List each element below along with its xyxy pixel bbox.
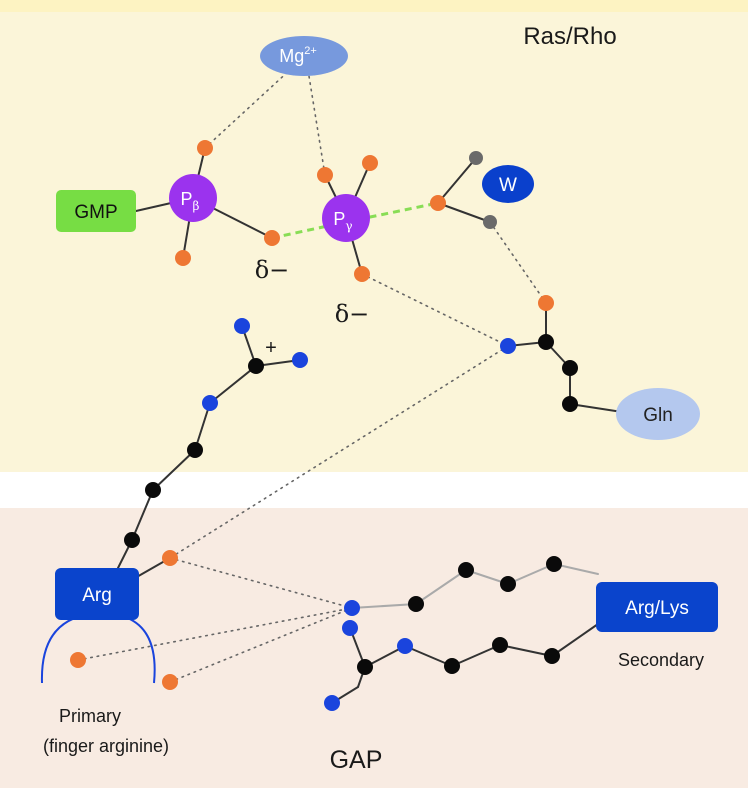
bond <box>415 569 467 605</box>
carbon-atom <box>546 556 562 572</box>
carbon-atom <box>544 648 560 664</box>
oxygen-atoms <box>70 140 554 690</box>
pgamma-oxygen-to-gln-n <box>361 273 509 347</box>
nitrogen-atom <box>292 352 308 368</box>
oxygen-atom <box>70 652 86 668</box>
carbon-atom <box>562 396 578 412</box>
secondary-label: Secondary <box>618 650 704 670</box>
nitrogen-atom <box>397 638 413 654</box>
bond <box>131 489 154 541</box>
carbon-atom <box>444 658 460 674</box>
mg-ion-node <box>260 36 348 76</box>
oxygen-atom <box>162 674 178 690</box>
carbon-atom <box>187 442 203 458</box>
oxygen-atom <box>162 550 178 566</box>
bond <box>569 403 623 413</box>
hydrogen-atom <box>483 215 497 229</box>
arg-label: Arg <box>82 585 112 606</box>
carbon-atom <box>458 562 474 578</box>
p-beta-label: Pβ <box>181 189 200 213</box>
primary-o1-to-gap-n <box>77 607 353 661</box>
bond <box>437 202 491 223</box>
bond <box>152 449 196 491</box>
delta-minus-label-2: δ− <box>335 300 370 328</box>
region-gap-space <box>0 472 748 508</box>
carbon-atom <box>562 360 578 376</box>
carbon-atom <box>145 482 161 498</box>
ras-rho-label: Ras/Rho <box>523 23 616 50</box>
p-gamma-label: Pγ <box>333 209 352 233</box>
nitrogen-atom <box>500 338 516 354</box>
ras-rho-region <box>0 12 748 472</box>
mg-to-pbeta-oxygen <box>204 67 293 149</box>
arg-box <box>55 568 139 620</box>
carbon-atom <box>408 596 424 612</box>
bond <box>351 603 417 609</box>
bond <box>209 365 257 404</box>
carbon-atom <box>500 576 516 592</box>
bond <box>451 644 501 667</box>
carbon-atom <box>538 334 554 350</box>
bond <box>507 563 555 585</box>
nitrogen-atom <box>344 600 360 616</box>
arg-lys-label: Arg/Lys <box>625 598 689 619</box>
carbon-atom <box>248 358 264 374</box>
primary-o2-to-gap-n <box>169 607 353 683</box>
delta-minus-label-1: δ− <box>255 256 290 284</box>
top-band <box>0 0 748 12</box>
gmp-box <box>56 190 136 232</box>
gmp-label: GMP <box>74 202 117 223</box>
nitrogen-atom <box>202 395 218 411</box>
carbon-atoms <box>124 334 578 675</box>
water-w-node <box>482 165 534 203</box>
nitrogen-atoms <box>202 318 516 711</box>
bond <box>551 623 599 657</box>
oxygen-atom <box>317 167 333 183</box>
hydrogen-atom <box>469 151 483 165</box>
water-hydrogens <box>469 151 497 229</box>
plus-charge-label: + <box>265 337 277 359</box>
dotted-interactions <box>77 67 547 683</box>
bond <box>194 402 211 451</box>
oxygen-atom <box>362 155 378 171</box>
nitrogen-atom <box>324 695 340 711</box>
oxygen-atom <box>354 266 370 282</box>
mg-to-pgamma-oxygen <box>307 69 326 176</box>
oxygen-atom <box>538 295 554 311</box>
carbon-atom <box>124 532 140 548</box>
gap-label: GAP <box>330 746 383 774</box>
primary-sublabel: (finger arginine) <box>43 736 169 756</box>
arg-lys-box <box>596 582 718 632</box>
gln-node <box>616 388 700 440</box>
nitrogen-atom <box>234 318 250 334</box>
p-gamma-node <box>322 194 370 242</box>
w-label: W <box>499 175 517 196</box>
bond <box>499 644 553 657</box>
carbon-atom <box>492 637 508 653</box>
oxygen-atom <box>197 140 213 156</box>
gln-n-to-arg-o <box>169 345 509 559</box>
oxygen-atom <box>175 250 191 266</box>
oxygen-atom <box>264 230 280 246</box>
gln-label: Gln <box>643 405 673 426</box>
nitrogen-atom <box>342 620 358 636</box>
arg-o-to-gap-n <box>169 557 353 609</box>
bond <box>437 157 477 204</box>
bond <box>404 645 453 667</box>
p-beta-node <box>169 174 217 222</box>
mg-label: Mg2+ <box>279 45 317 66</box>
carbon-atom <box>357 659 373 675</box>
oxygen-atom <box>430 195 446 211</box>
primary-label: Primary <box>59 706 121 726</box>
